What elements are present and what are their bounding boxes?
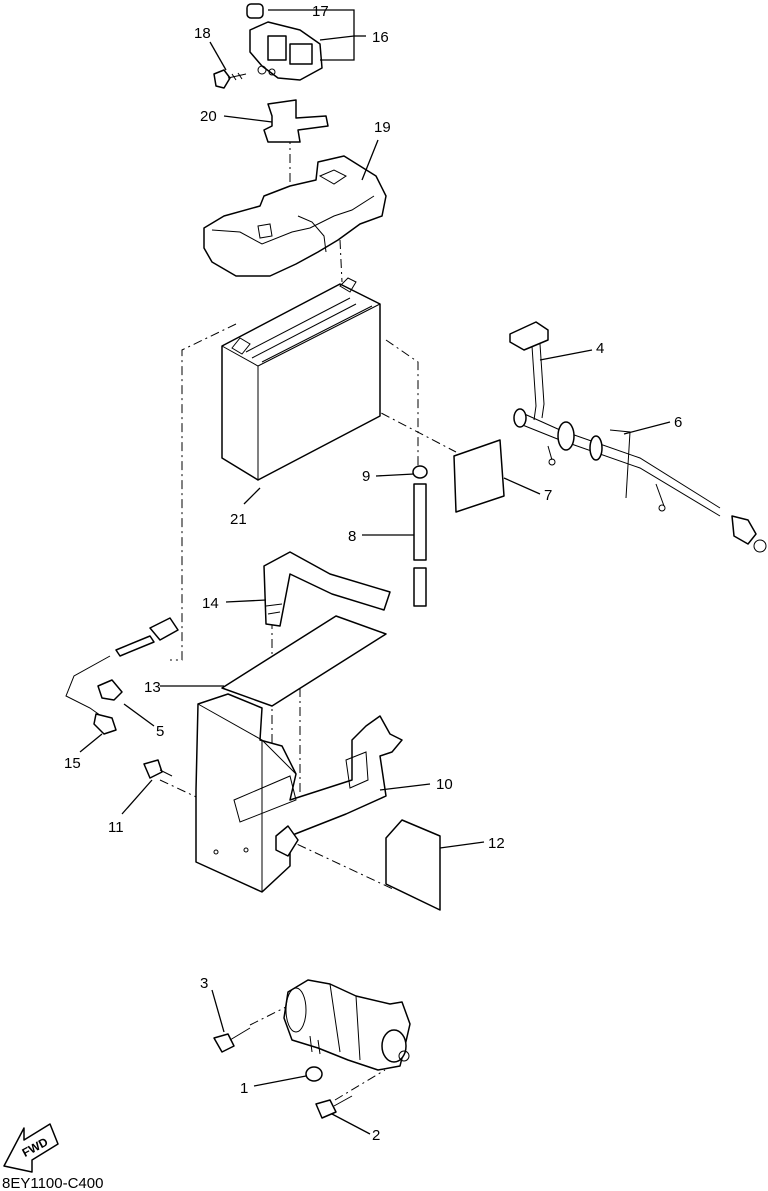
starter-motor <box>283 979 411 1071</box>
box-cover-plate <box>385 819 441 911</box>
callout-7: 7 <box>544 487 552 504</box>
bolt-3 <box>213 1027 251 1053</box>
o-ring <box>305 1066 323 1082</box>
callout-13: 13 <box>144 679 161 696</box>
battery-cable <box>509 321 767 553</box>
callout-15: 15 <box>64 755 81 772</box>
callout-16: 16 <box>372 29 389 46</box>
battery-band <box>263 551 391 627</box>
callout-20: 20 <box>200 108 217 125</box>
breather-hose <box>412 465 428 607</box>
callout-19: 19 <box>374 119 391 136</box>
bolt-18 <box>213 69 247 89</box>
assembly-guide-lines <box>159 135 457 1101</box>
callout-9: 9 <box>362 468 370 485</box>
callout-12: 12 <box>488 835 505 852</box>
callout-21: 21 <box>230 511 247 528</box>
battery-box <box>195 693 403 893</box>
drawing-code: 8EY1100-C400 <box>2 1175 103 1191</box>
battery-cover <box>203 155 387 277</box>
callout-1: 1 <box>240 1080 248 1097</box>
callout-14: 14 <box>202 595 219 612</box>
ground-lead <box>65 617 179 735</box>
battery <box>221 277 381 481</box>
bolt-2 <box>315 1095 353 1119</box>
callout-3: 3 <box>200 975 208 992</box>
callout-2: 2 <box>372 1127 380 1144</box>
relay-bracket <box>263 99 329 143</box>
callout-10: 10 <box>436 776 453 793</box>
leader-lines <box>79 9 671 1135</box>
callout-18: 18 <box>194 25 211 42</box>
fwd-arrow: FWD <box>3 1123 59 1173</box>
callout-5: 5 <box>156 723 164 740</box>
callout-17: 17 <box>312 3 329 20</box>
callout-6: 6 <box>674 414 682 431</box>
battery-mat <box>221 615 387 707</box>
starter-relay <box>246 3 323 81</box>
battery-pad <box>453 439 505 513</box>
callout-11: 11 <box>108 819 124 836</box>
callout-8: 8 <box>348 528 356 545</box>
bolt-11 <box>143 759 173 779</box>
callout-4: 4 <box>596 340 604 357</box>
callout-labels: 17 16 18 20 19 4 6 9 7 21 8 14 13 5 15 1… <box>64 3 682 1144</box>
